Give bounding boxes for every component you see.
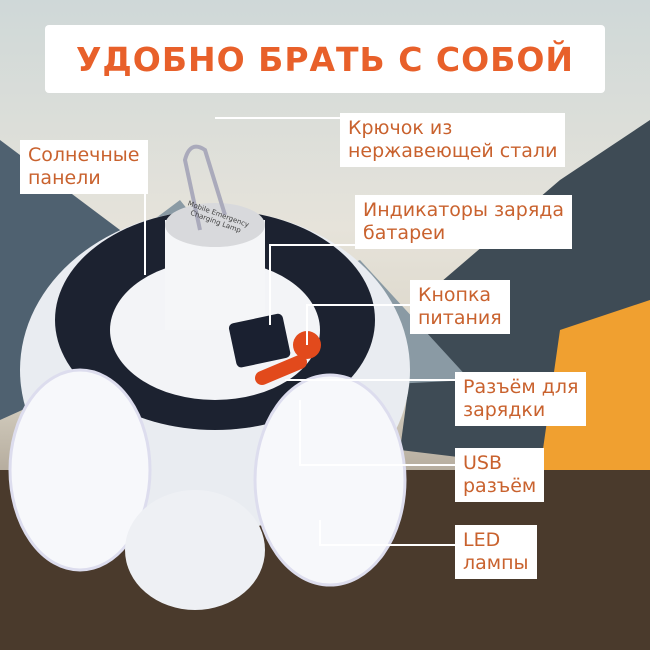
label-line: Кнопка	[418, 284, 492, 306]
label-line: Разъём для	[463, 376, 579, 398]
page-title: УДОБНО БРАТЬ С СОБОЙ	[45, 25, 605, 93]
lamp	[8, 144, 410, 610]
label-line: лампы	[463, 552, 529, 574]
label-line: Крючок из	[348, 117, 453, 139]
label-line: USB	[463, 452, 503, 474]
label-line: Индикаторы заряда	[363, 199, 565, 221]
label-line: зарядки	[463, 399, 546, 421]
label-line: Солнечные	[28, 144, 140, 166]
label-line: разъём	[463, 475, 537, 497]
label-line: панели	[28, 167, 101, 189]
callout-lines	[144, 117, 455, 546]
label-line: батареи	[363, 222, 446, 244]
tent-icon	[540, 300, 650, 470]
label-line: питания	[418, 307, 502, 329]
label-line: нержавеющей стали	[348, 140, 558, 162]
label-line: LED	[463, 529, 501, 551]
